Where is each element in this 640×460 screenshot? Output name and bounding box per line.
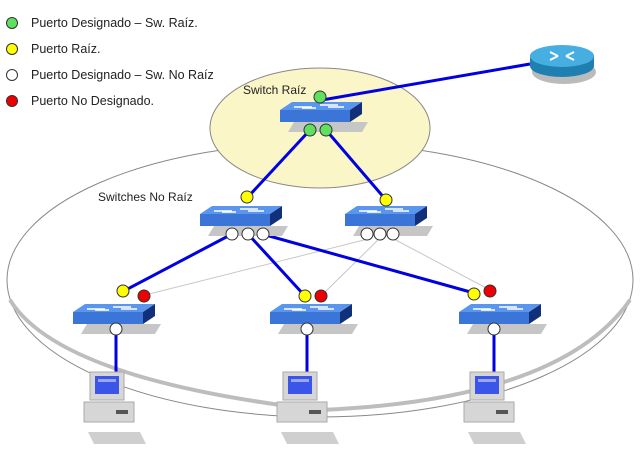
- port-non-designated: [483, 284, 497, 298]
- port-designated-nonroot: [386, 227, 400, 241]
- port-designated-root: [319, 123, 333, 137]
- green-port-icon: [6, 17, 18, 29]
- port-root: [298, 289, 312, 303]
- port-designated-root: [313, 90, 327, 104]
- yellow-port-icon: [6, 43, 18, 55]
- port-root: [379, 193, 393, 207]
- port-designated-nonroot: [225, 227, 239, 241]
- port-root: [240, 190, 254, 204]
- blocked-links: [144, 237, 491, 296]
- nonroot-zone-label: Switches No Raíz: [98, 190, 193, 204]
- port-designated-nonroot: [300, 322, 314, 336]
- white-port-icon: [6, 69, 18, 81]
- legend-item: Puerto Raíz.: [6, 36, 214, 62]
- port-designated-nonroot: [487, 322, 501, 336]
- legend-item: Puerto No Designado.: [6, 88, 214, 114]
- port-non-designated: [314, 289, 328, 303]
- access-switch-2[interactable]: [269, 303, 359, 335]
- port-designated-nonroot: [109, 322, 123, 336]
- access-switch-3[interactable]: [458, 303, 548, 335]
- root-zone-label: Switch Raíz: [243, 83, 307, 97]
- router[interactable]: [530, 45, 596, 84]
- legend-item: Puerto Designado – Sw. No Raíz: [6, 62, 214, 88]
- active-links: [114, 62, 531, 375]
- red-port-icon: [6, 95, 18, 107]
- port-designated-nonroot: [373, 227, 387, 241]
- port-root: [467, 287, 481, 301]
- legend-label: Puerto Designado – Sw. No Raíz: [31, 68, 214, 82]
- port-designated-root: [303, 123, 317, 137]
- port-non-designated: [137, 289, 151, 303]
- port-designated-nonroot: [256, 227, 270, 241]
- port-designated-nonroot: [360, 227, 374, 241]
- port-root: [116, 284, 130, 298]
- legend: Puerto Designado – Sw. Raíz. Puerto Raíz…: [6, 10, 214, 114]
- legend-label: Puerto No Designado.: [31, 94, 154, 108]
- port-designated-nonroot: [241, 227, 255, 241]
- legend-item: Puerto Designado – Sw. Raíz.: [6, 10, 214, 36]
- legend-label: Puerto Raíz.: [31, 42, 101, 56]
- legend-label: Puerto Designado – Sw. Raíz.: [31, 16, 198, 30]
